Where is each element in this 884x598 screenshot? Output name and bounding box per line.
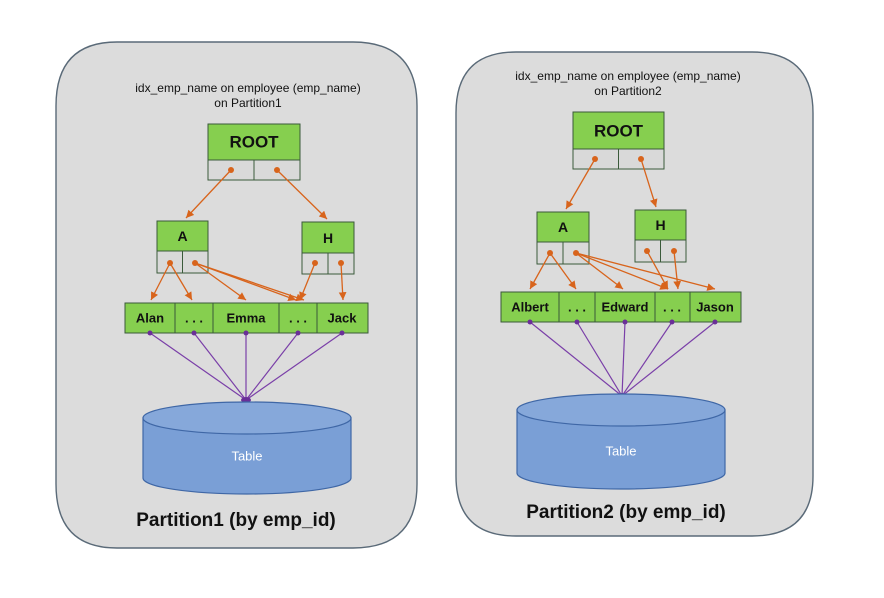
branch-node-h: H [301, 221, 355, 275]
partition-title: Partition2 (by emp_id) [526, 502, 726, 523]
branch-h-label: H [323, 230, 333, 246]
table-label: Table [231, 449, 262, 464]
branch-node-a: A [536, 211, 590, 265]
partition-title: Partition1 (by emp_id) [136, 510, 336, 531]
leaf-row: Alan . . . Emma . . . Jack [124, 302, 369, 334]
row-pointers [147, 330, 345, 403]
table-label: Table [605, 444, 636, 459]
leaf-ellipsis-1: . . . [185, 311, 203, 326]
partition-1: idx_emp_name on employee (emp_name) on P… [55, 41, 418, 549]
leaf-ellipsis-2: . . . [289, 311, 307, 326]
index-caption-line2: on Partition1 [214, 96, 282, 110]
root-node: ROOT [207, 123, 301, 181]
root-label: ROOT [229, 133, 279, 152]
branch-a-label: A [177, 228, 187, 244]
branch-a-label: A [558, 219, 568, 235]
branch-h-label: H [655, 217, 665, 233]
index-caption-line1: idx_emp_name on employee (emp_name) [515, 69, 740, 83]
leaf-edward: Edward [602, 300, 649, 315]
partition-2: idx_emp_name on employee (emp_name) on P… [455, 51, 814, 537]
root-label: ROOT [594, 122, 644, 141]
index-caption-line1: idx_emp_name on employee (emp_name) [135, 81, 360, 95]
table-cylinder: Table [142, 401, 352, 495]
index-pointers [529, 156, 716, 291]
leaf-alan: Alan [136, 311, 164, 326]
table-cylinder: Table [516, 393, 726, 490]
root-node: ROOT [572, 111, 665, 170]
branch-node-h: H [634, 209, 687, 263]
leaf-ellipsis-1: . . . [568, 300, 586, 315]
leaf-ellipsis-2: . . . [663, 300, 681, 315]
index-caption-line2: on Partition2 [594, 84, 662, 98]
leaf-jason: Jason [696, 300, 734, 315]
index-pointers [150, 167, 347, 302]
leaf-emma: Emma [226, 311, 266, 326]
leaf-albert: Albert [511, 300, 549, 315]
leaf-jack: Jack [328, 311, 358, 326]
leaf-row: Albert . . . Edward . . . Jason [500, 291, 742, 323]
